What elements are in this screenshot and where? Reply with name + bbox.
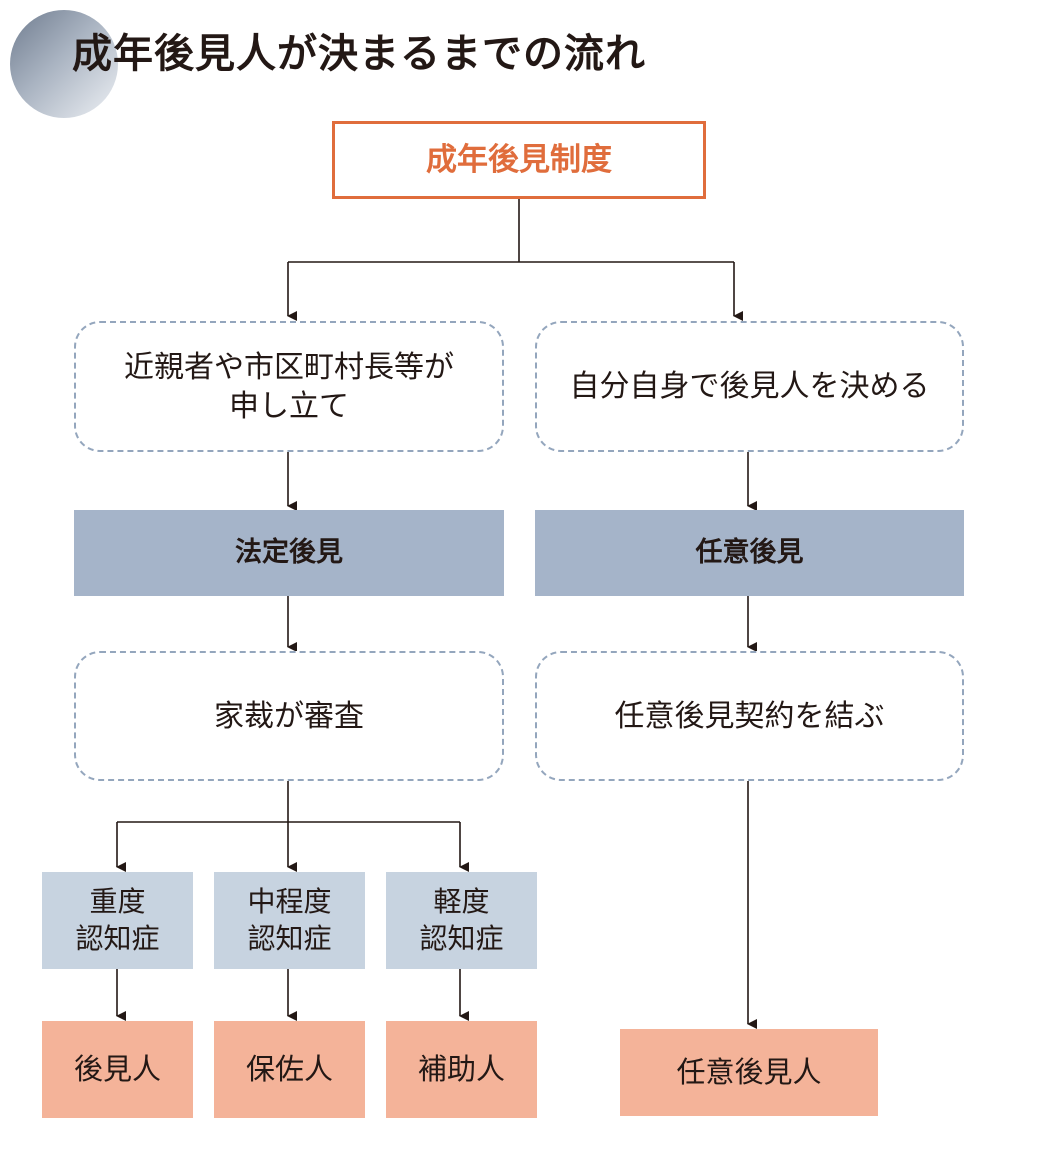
right-step2-box: 任意後見契約を結ぶ [535,651,964,781]
level-box-1: 重度 認知症 [42,872,193,969]
level-2-line1: 中程度 [247,885,332,919]
root-label: 成年後見制度 [426,141,612,178]
level-1-line1: 重度 [89,885,146,919]
right-step2-label: 任意後見契約を結ぶ [614,698,885,734]
level-2-line2: 認知症 [247,921,332,955]
left-step1-line1: 近親者や市区町村長等が [124,349,454,385]
title-decoration-circle [10,10,118,118]
result-box-3: 補助人 [386,1021,537,1118]
right-step1-box: 自分自身で後見人を決める [535,321,964,452]
right-result-box: 任意後見人 [620,1029,878,1116]
level-box-2: 中程度 認知症 [214,872,365,969]
right-step1-label: 自分自身で後見人を決める [569,369,930,404]
left-step2-label: 家裁が審査 [214,698,364,734]
level-box-3: 軽度 認知症 [386,872,537,969]
result-box-2: 保佐人 [214,1021,365,1118]
right-type-box: 任意後見 [535,510,964,596]
page-title: 成年後見人が決まるまでの流れ [72,31,646,77]
left-type-label: 法定後見 [235,537,343,569]
left-step2-box: 家裁が審査 [74,651,504,781]
left-step1-line2: 申し立て [229,388,349,424]
result-2-label: 保佐人 [245,1051,333,1086]
level-3-line2: 認知症 [419,921,504,955]
right-type-label: 任意後見 [695,537,804,569]
result-3-label: 補助人 [417,1051,505,1086]
result-1-label: 後見人 [73,1051,161,1086]
level-3-line1: 軽度 [433,885,490,919]
root-box: 成年後見制度 [332,121,706,199]
level-1-line2: 認知症 [75,921,160,955]
left-type-box: 法定後見 [74,510,504,596]
left-step1-box: 近親者や市区町村長等が 申し立て [74,321,504,452]
right-result-label: 任意後見人 [676,1054,822,1089]
result-box-1: 後見人 [42,1021,193,1118]
